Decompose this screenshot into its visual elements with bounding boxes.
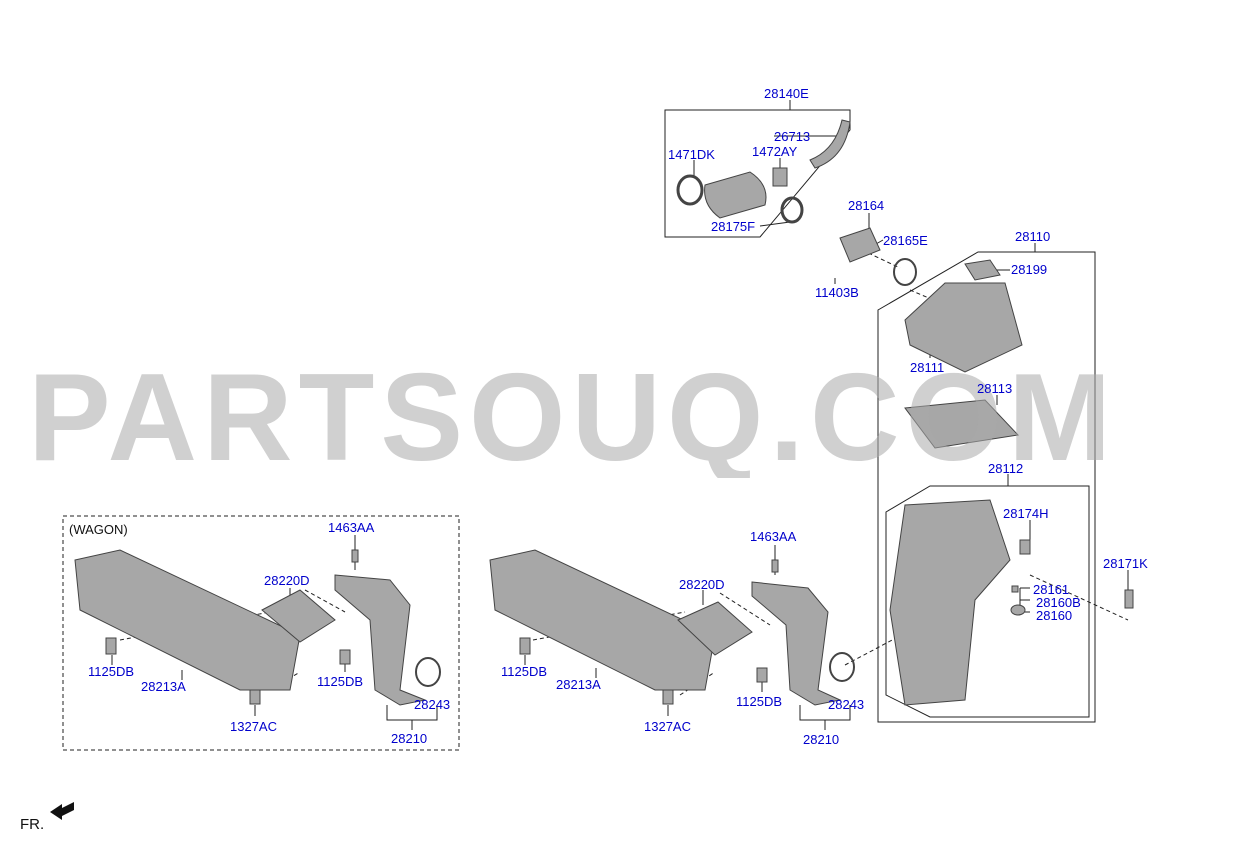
- clamp-1471DK: [676, 174, 704, 206]
- wagon-panel-28213A: [74, 549, 301, 691]
- part-label-28220D[interactable]: 28220D: [679, 577, 725, 592]
- part-shapes: [74, 119, 1134, 706]
- part-label-26713[interactable]: 26713: [774, 129, 811, 144]
- oring-28165E: [893, 258, 917, 286]
- pad-28199: [964, 259, 1001, 281]
- wagon-label: (WAGON): [69, 522, 128, 537]
- oring-28243: [829, 652, 855, 682]
- sensor-28164: [839, 227, 881, 263]
- part-label-28199[interactable]: 28199: [1011, 262, 1048, 277]
- part-label-28164[interactable]: 28164: [848, 198, 885, 213]
- intake-hose: [704, 171, 767, 219]
- wagon-duct-28210: [334, 574, 427, 706]
- part-label-28243[interactable]: 28243: [828, 697, 865, 712]
- wagon-box: [62, 515, 460, 751]
- front-arrow-icon: [50, 802, 74, 820]
- part-label-28165E[interactable]: 28165E: [883, 233, 928, 248]
- cover-28111: [904, 282, 1023, 373]
- part-label-1125DB-b[interactable]: 1125DB: [736, 694, 783, 709]
- bolt-28171K: [1124, 589, 1134, 609]
- front-indicator: FR.: [20, 816, 45, 833]
- part-label-28111[interactable]: 28111: [910, 360, 945, 375]
- part-label-28161[interactable]: 28161: [1033, 582, 1070, 597]
- part-label-28112[interactable]: 28112: [988, 461, 1024, 476]
- wagon-label-28220D[interactable]: 28220D: [264, 573, 310, 588]
- part-label-1471DK[interactable]: 1471DK: [668, 147, 715, 162]
- resonator-28220D: [677, 601, 753, 656]
- bolt-1125DB-b: [756, 667, 768, 683]
- part-label-1472AY[interactable]: 1472AY: [752, 144, 798, 159]
- part-label-28160B[interactable]: 28160B: [1036, 595, 1081, 610]
- bolt-1463AA: [771, 559, 779, 573]
- wagon-nut-1327AC: [249, 689, 261, 705]
- group-box-28140E: [664, 109, 851, 238]
- part-28161: [1011, 585, 1019, 593]
- clip-28174H: [1019, 539, 1031, 555]
- wagon-label-28210[interactable]: 28210: [391, 731, 428, 746]
- duct-28210: [751, 581, 842, 706]
- part-label-1327AC[interactable]: 1327AC: [644, 719, 691, 734]
- group-box-28112: [885, 485, 1090, 718]
- part-label-1463AA[interactable]: 1463AA: [750, 529, 797, 544]
- wagon-label-1327AC[interactable]: 1327AC: [230, 719, 277, 734]
- wagon-bolt-1125DB-a: [105, 637, 117, 655]
- part-label-28110[interactable]: 28110: [1015, 229, 1051, 244]
- hose-26713: [809, 119, 851, 169]
- part-label-28175F[interactable]: 28175F: [711, 219, 756, 234]
- wagon-bolt-1463AA: [351, 549, 359, 563]
- part-label-28113[interactable]: 28113: [977, 381, 1013, 396]
- part-label-28160[interactable]: 28160: [1036, 608, 1073, 623]
- part-label-28210[interactable]: 28210: [803, 732, 840, 747]
- filter-28113: [904, 399, 1020, 449]
- part-label-28213A[interactable]: 28213A: [556, 677, 601, 692]
- nut-1327AC: [662, 689, 674, 705]
- part-label-28171K[interactable]: 28171K: [1103, 556, 1148, 571]
- wagon-oring-28243: [415, 657, 441, 687]
- part-label-28174H[interactable]: 28174H: [1003, 506, 1049, 521]
- group-box-28110: [877, 251, 1096, 723]
- wagon-label-28213A[interactable]: 28213A: [141, 679, 186, 694]
- grommet-28160: [1010, 604, 1026, 616]
- case-28112: [889, 499, 1011, 706]
- wagon-label-1463AA[interactable]: 1463AA: [328, 520, 375, 535]
- part-label-1125DB-a[interactable]: 1125DB: [501, 664, 548, 679]
- wagon-bolt-1125DB-b: [339, 649, 351, 665]
- wagon-label-1125DB-a[interactable]: 1125DB: [88, 664, 135, 679]
- wagon-label-28243[interactable]: 28243: [414, 697, 451, 712]
- fitting-1472AY: [772, 167, 788, 187]
- wagon-resonator-28220D: [261, 589, 336, 643]
- wagon-label-1125DB-b[interactable]: 1125DB: [317, 674, 364, 689]
- part-label-28140E[interactable]: 28140E: [764, 86, 809, 101]
- clamp-28175F: [780, 196, 804, 224]
- part-label-11403B[interactable]: 11403B: [815, 285, 859, 300]
- bolt-1125DB-a: [519, 637, 531, 655]
- panel-28213A: [489, 549, 716, 691]
